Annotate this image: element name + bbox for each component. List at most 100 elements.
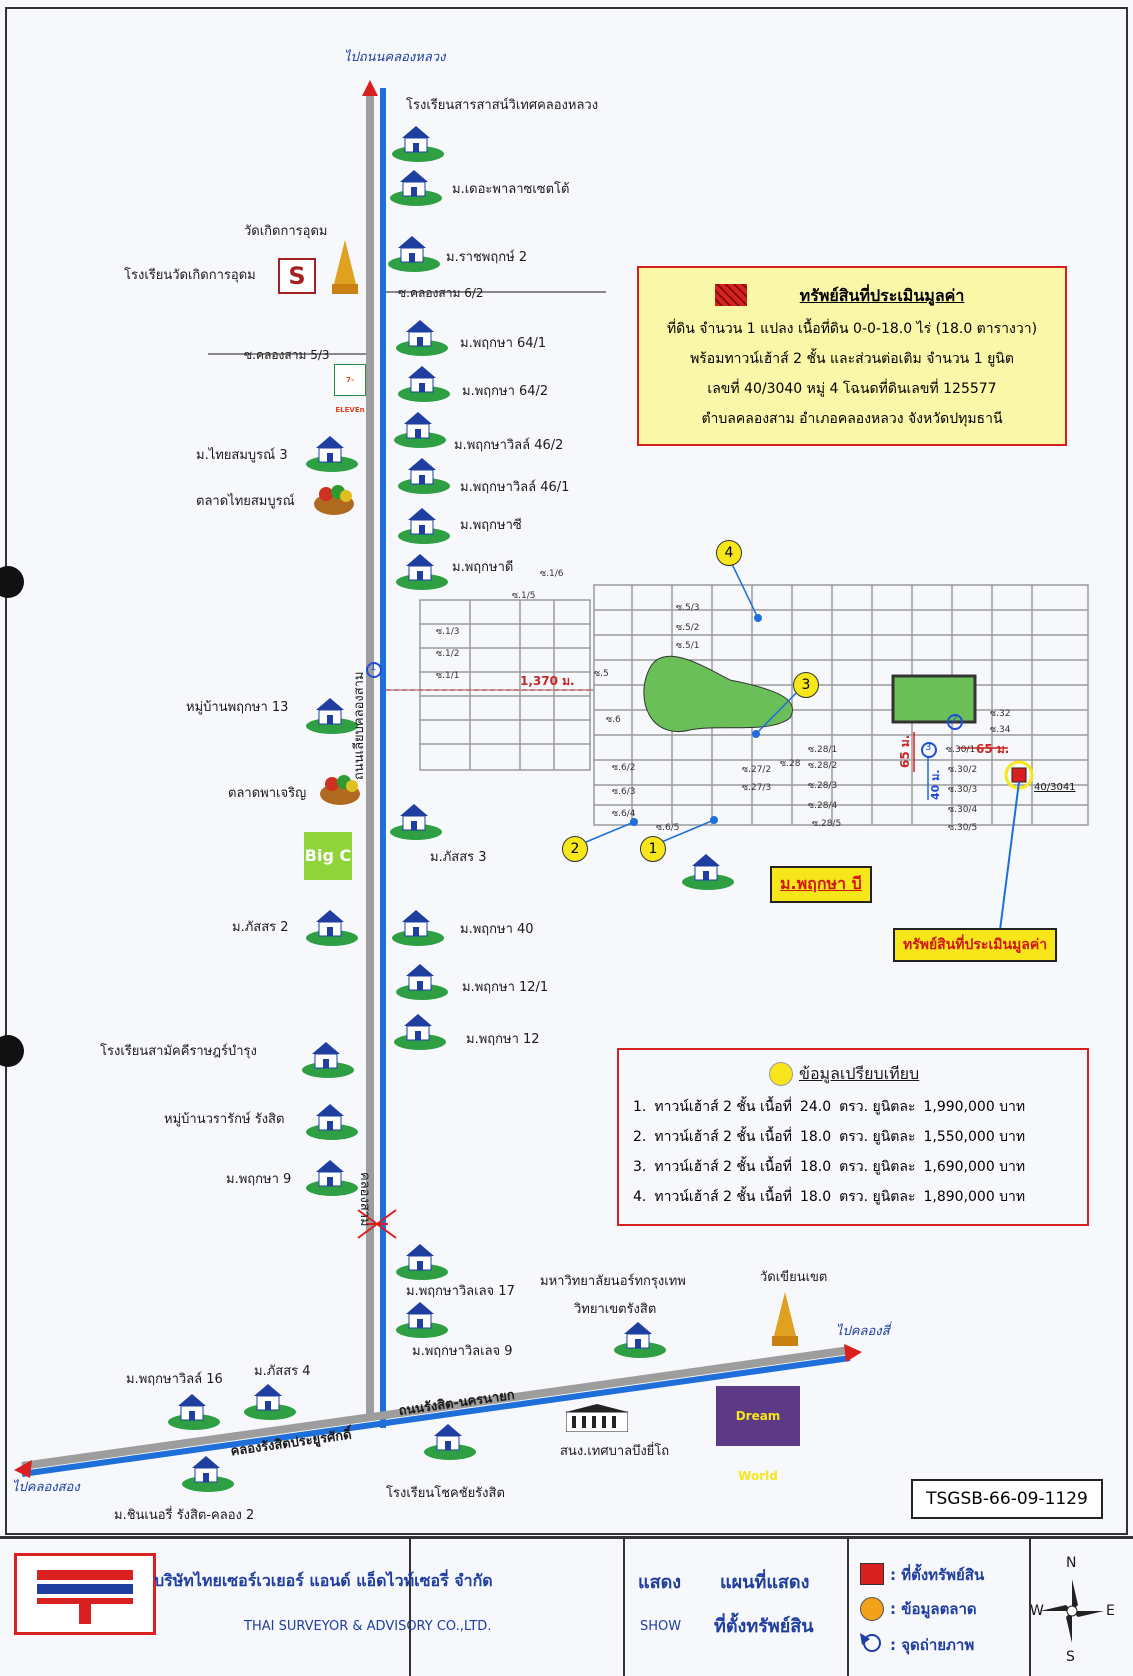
left-arrow-icon xyxy=(14,1460,32,1478)
landmark-label: วัดเกิดการอุดม xyxy=(244,224,328,239)
landmark-label: ม.พฤกษาวิลล์ 16 xyxy=(126,1372,223,1387)
market-point-2[interactable]: 2 xyxy=(562,836,588,862)
comparables-box: ข้อมูลเปรียบเทียบ 1.ทาวน์เฮ้าส์ 2 ชั้น เ… xyxy=(617,1048,1089,1226)
grid-soi-label: ซ.28/5 xyxy=(812,819,842,829)
house-icon xyxy=(396,320,448,356)
dream-world-icon: Dream World xyxy=(716,1386,800,1483)
compass-e: E xyxy=(1106,1603,1115,1619)
rangsit-road xyxy=(21,1346,851,1470)
market-point-4[interactable]: 4 xyxy=(716,540,742,566)
grid-soi-label: ซ.30/1 xyxy=(946,745,976,755)
base-map xyxy=(0,7,1128,1535)
grid-soi-label: ซ.5/3 xyxy=(676,603,700,613)
rangsit-canal xyxy=(21,1355,851,1477)
house-icon xyxy=(302,1042,354,1078)
landmark-label: หมู่บ้านพฤกษา 13 xyxy=(186,700,289,715)
house-icon xyxy=(390,170,442,206)
market-basket-icon xyxy=(318,770,362,806)
landmark-label: สนง.เทศบาลบึงยี่โถ xyxy=(560,1444,670,1459)
market-point-1[interactable]: 1 xyxy=(640,836,666,862)
house-icon xyxy=(396,1244,448,1280)
landmark-label: ม.ภัสสร 2 xyxy=(232,920,289,935)
house-icon xyxy=(394,1014,446,1050)
pond xyxy=(643,655,793,733)
company-name-en: THAI SURVEYOR & ADVISORY CO.,LTD. xyxy=(244,1619,492,1634)
subject-pointer-label: ทรัพย์สินที่ประเมินมูลค่า xyxy=(893,928,1058,962)
grid-soi-label: ซ.5 xyxy=(594,669,609,679)
house-icon xyxy=(682,854,734,890)
subject-legend-swatch xyxy=(715,284,747,306)
subject-parcel xyxy=(1011,767,1027,783)
landmark-label: ม.ราชพฤกษ์ 2 xyxy=(446,250,528,265)
landmark-label: ม.ภัสสร 3 xyxy=(430,850,487,865)
legend-label: : ที่ตั้งทรัพย์สิน xyxy=(890,1566,985,1584)
soi-label: ซ.คลองสาม 6/2 xyxy=(398,286,484,300)
landmark-label: ตลาดพาเจริญ xyxy=(228,786,307,801)
company-name-th: บริษัทไทยเซอร์เวเยอร์ แอนด์ แอ็ดไวท์เซอร… xyxy=(154,1571,493,1590)
landmark-label: มหาวิทยาลัยนอร์ทกรุงเทพ xyxy=(540,1274,686,1289)
compass-s: S xyxy=(1066,1649,1075,1665)
landmark-label: วิทยาเขตรังสิต xyxy=(574,1302,657,1317)
up-arrow-icon xyxy=(362,80,378,96)
comparables-marker-icon xyxy=(769,1062,793,1086)
photo-point-2[interactable]: 2 xyxy=(951,714,958,725)
landmark-label: ม.พฤกษา 64/1 xyxy=(460,336,547,351)
grid-soi-label: ซ.1/3 xyxy=(436,627,460,637)
to-khlong-song-label: ไปคลองสอง xyxy=(12,1480,80,1495)
landmark-label: ม.พฤกษาซี xyxy=(460,518,522,533)
house-icon xyxy=(168,1394,220,1430)
grid-soi-label: ซ.5/1 xyxy=(676,641,700,651)
grid-soi-label: ซ.6/4 xyxy=(612,809,636,819)
map-title-line1: แผนที่แสดง xyxy=(720,1572,810,1593)
grid-soi-label: ซ.28 xyxy=(780,759,801,769)
parcel-number: 40/3041 xyxy=(1034,782,1076,793)
house-icon xyxy=(306,1160,358,1196)
landmark-label: ม.เดอะพาลาซเซตโต้ xyxy=(452,182,570,197)
subject-property-box: ทรัพย์สินที่ประเมินมูลค่า ที่ดิน จำนวน 1… xyxy=(637,266,1067,446)
grid-soi-label: ซ.32 xyxy=(990,709,1011,719)
right-arrow-icon xyxy=(844,1344,862,1362)
compass-n: N xyxy=(1066,1555,1077,1571)
compass: N S E W xyxy=(1030,1549,1130,1669)
comparable-price: 1,690,000 บาท xyxy=(923,1159,1026,1175)
comparable-type: ทาวน์เฮ้าส์ 2 ชั้น เนื้อที่ xyxy=(654,1129,792,1145)
landmark-label: โรงเรียนโชคชัยรังสิต xyxy=(386,1486,505,1501)
landmark-label: ม.พฤกษาดี xyxy=(452,560,514,575)
landmark-label: ม.พฤกษา 64/2 xyxy=(462,384,549,399)
house-icon xyxy=(390,804,442,840)
grid-soi-label: ซ.6/5 xyxy=(656,823,680,833)
show-label-th: แสดง xyxy=(638,1572,682,1593)
company-logo xyxy=(14,1553,156,1635)
house-icon xyxy=(424,1424,476,1460)
landmark-label: หมู่บ้านวรารักษ์ รังสิต xyxy=(164,1112,285,1127)
canal-label: คลองสาม xyxy=(357,1172,372,1227)
landmark-label: ตลาดไทยสมบูรณ์ xyxy=(196,494,295,509)
to-khlong-luang-road-label: ไปถนนคลองหลวง xyxy=(344,50,446,65)
comparable-area: 24.0 xyxy=(799,1099,832,1115)
comparable-unit: ตรว. ยูนิตละ xyxy=(839,1099,916,1115)
binder-hole xyxy=(0,1035,24,1067)
grid-soi-label: ซ.30/5 xyxy=(948,823,978,833)
house-icon xyxy=(244,1384,296,1420)
map-title-line2: ที่ตั้งทรัพย์สิน xyxy=(714,1616,814,1637)
house-icon xyxy=(388,236,440,272)
show-label-en: SHOW xyxy=(640,1619,682,1634)
report-code: TSGSB-66-09-1129 xyxy=(911,1479,1103,1519)
landmark-label: ม.พฤกษา 12/1 xyxy=(462,980,549,995)
photo-point-1[interactable]: 1 xyxy=(370,662,377,673)
market-basket-icon xyxy=(312,480,356,516)
photo-point-3[interactable]: 3 xyxy=(925,742,932,753)
house-icon xyxy=(398,508,450,544)
green-lot xyxy=(891,674,977,724)
landmark-label: ม.พฤกษาวิลเลจ 17 xyxy=(406,1284,515,1299)
market-point-3[interactable]: 3 xyxy=(793,672,819,698)
grid-soi-label: ซ.27/3 xyxy=(742,783,772,793)
temple-icon xyxy=(770,1292,800,1348)
subject-line: พร้อมทาวน์เฮ้าส์ 2 ชั้น และส่วนต่อเติม จ… xyxy=(690,351,1014,367)
comparable-area: 18.0 xyxy=(799,1129,832,1145)
subject-legend-icon xyxy=(860,1563,884,1585)
landmark-label: ม.ชินเนอรี่ รังสิต-คลอง 2 xyxy=(114,1508,255,1523)
grid-soi-label: ซ.34 xyxy=(990,725,1011,735)
subject-line: ตำบลคลองสาม อำเภอคลองหลวง จังหวัดปทุมธาน… xyxy=(701,411,1003,427)
